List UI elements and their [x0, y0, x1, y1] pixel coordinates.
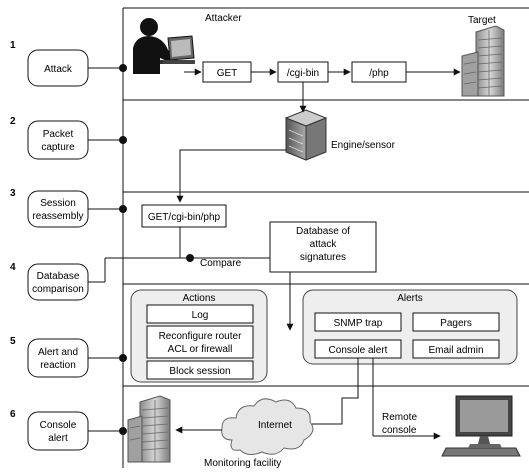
action-label: ACL or firewall [168, 344, 233, 355]
target-label: Target [468, 15, 496, 26]
action-block-session [146, 360, 254, 380]
packet-label: GET [217, 68, 238, 79]
step-label: reaction [40, 360, 76, 371]
alert-pagers [412, 312, 500, 332]
step-6: 6 Console alert [10, 409, 89, 451]
step-list: 1 Attack 2 Packet capture 3 Session reas… [10, 40, 89, 451]
step-number: 3 [10, 188, 16, 199]
connector-dot [119, 205, 127, 213]
step-label: comparison [32, 284, 84, 295]
database-label: Database of [296, 226, 350, 237]
action-reconfigure [146, 325, 254, 359]
step-label: Attack [44, 64, 73, 75]
connector-dot [119, 136, 127, 144]
connector-dot [119, 354, 127, 362]
facility-label: Monitoring facility [204, 458, 281, 469]
connector-dot [119, 427, 127, 435]
packet-label: /php [369, 68, 389, 79]
step-box [27, 338, 89, 378]
attacker-label: Attacker [205, 13, 242, 24]
alert-label: Pagers [440, 318, 472, 329]
action-label: Block session [169, 366, 230, 377]
action-label: Log [192, 310, 209, 321]
alert-label: Email admin [428, 345, 483, 356]
desktop-computer-icon [441, 395, 521, 457]
remote-console-label: Remote [382, 412, 417, 423]
cloud-icon [221, 398, 314, 456]
reassembly-row: GET/cgi-bin/php Compare Database of atta… [141, 204, 377, 331]
alert-label: SNMP trap [334, 318, 383, 329]
console-row: Monitoring facility Internet Remote cons… [127, 358, 521, 469]
internet-label: Internet [258, 420, 292, 431]
action-log [146, 304, 254, 324]
packet-label: /cgi-bin [287, 68, 319, 79]
office-building-icon [127, 395, 171, 463]
reassembled-request-box [141, 204, 227, 228]
reaction-row: Actions Log Reconfigure router ACL or fi… [130, 289, 518, 383]
alert-label: Console alert [329, 345, 388, 356]
attack-row: Attacker Target GET /cgi-bin /php [133, 13, 505, 97]
capture-row: Engine/sensor [176, 82, 396, 203]
step-label: Database [37, 271, 80, 282]
alert-snmp-trap [314, 312, 402, 332]
office-building-icon [461, 25, 505, 97]
alerts-title: Alerts [397, 293, 423, 304]
step-number: 5 [10, 336, 16, 347]
step-label: Packet [43, 129, 74, 140]
step-label: Console [40, 420, 77, 431]
step-label: Alert and [38, 347, 78, 358]
step-label: reassembly [32, 211, 83, 222]
database-label: signatures [300, 252, 346, 263]
remote-console-label: console [382, 425, 417, 436]
step-number: 1 [10, 40, 16, 51]
actions-title: Actions [183, 293, 216, 304]
step-2: 2 Packet capture [10, 116, 89, 160]
step-number: 2 [10, 116, 16, 127]
connector-dot [119, 64, 127, 72]
step-number: 4 [10, 262, 16, 273]
step-3: 3 Session reassembly [10, 188, 89, 228]
step-4: 4 Database comparison [10, 262, 89, 301]
compare-label: Compare [200, 258, 242, 269]
alert-email-admin [412, 339, 500, 359]
engine-label: Engine/sensor [331, 140, 396, 151]
reassembled-request: GET/cgi-bin/php [148, 212, 221, 223]
signature-database-box [269, 221, 377, 273]
action-label: Reconfigure router [159, 331, 242, 342]
step-label: alert [48, 433, 68, 444]
database-label: attack [310, 239, 338, 250]
step-number: 6 [10, 409, 16, 420]
step-label: Session [40, 198, 76, 209]
step-1: 1 Attack [10, 40, 89, 87]
row-frame [122, 7, 529, 468]
attacker-at-laptop-icon [133, 18, 195, 74]
sensor-server-icon [284, 109, 328, 161]
step-label: capture [41, 142, 75, 153]
step-5: 5 Alert and reaction [10, 336, 89, 378]
step-box [27, 120, 89, 160]
step-box [27, 411, 89, 451]
